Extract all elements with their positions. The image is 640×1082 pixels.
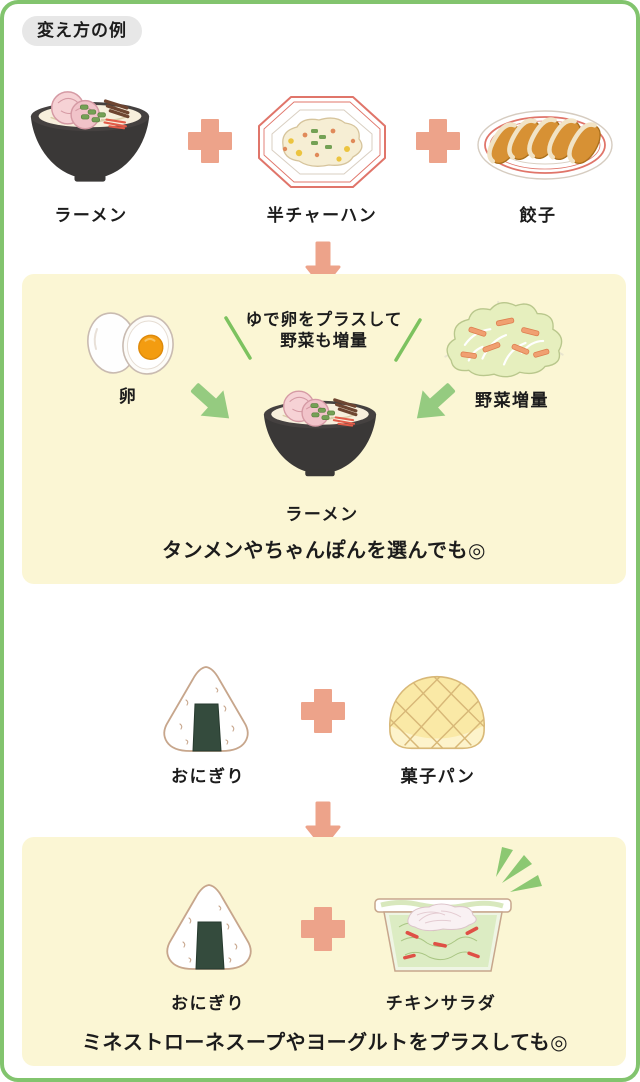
food-label-chicken-salad: チキンサラダ [385, 994, 497, 1013]
fried-rice-plate-icon [255, 93, 389, 191]
section2-after-box [22, 837, 626, 1066]
right-slash-icon [394, 318, 422, 362]
plus-icon [300, 906, 346, 952]
boiled-egg-icon [85, 305, 179, 377]
food-label-ramen: ラーメン [54, 206, 128, 225]
food-label-vegetables: 野菜増量 [475, 391, 549, 410]
ramen-bowl-icon [26, 86, 154, 186]
page-title-text: 変え方の例 [37, 21, 127, 40]
left-slash-icon [224, 316, 252, 360]
plus-icon [415, 118, 461, 164]
diagonal-arrow-right-icon [187, 380, 237, 426]
plus-icon [300, 688, 346, 734]
callout-text: ゆで卵をプラスして 野菜も増量 [246, 310, 403, 352]
section2-note: ミネストローネスープやヨーグルトをプラスしても◎ [81, 1032, 569, 1054]
food-label-onigiri-result: おにぎり [171, 994, 245, 1013]
onigiri-icon [156, 662, 256, 758]
food-label-egg: 卵 [118, 387, 138, 406]
diagonal-arrow-left-icon [409, 380, 459, 426]
onigiri-icon [159, 880, 259, 976]
emphasis-sparkle-icon [488, 847, 546, 901]
callout-line2: 野菜も増量 [280, 332, 368, 350]
vegetables-icon [439, 296, 569, 384]
melon-pan-icon [383, 668, 491, 758]
ramen-bowl-icon [254, 387, 386, 479]
food-label-melon-pan: 菓子パン [400, 767, 476, 786]
section1-note: タンメンやちゃんぽんを選んでも◎ [162, 540, 486, 562]
page-title: 変え方の例 [22, 16, 142, 46]
plus-icon [187, 118, 233, 164]
food-label-gyoza: 餃子 [519, 206, 557, 225]
gyoza-plate-icon [475, 105, 615, 183]
food-label-onigiri: おにぎり [171, 767, 245, 786]
food-label-fried-rice: 半チャーハン [266, 206, 378, 225]
callout-line1: ゆで卵をプラスして [245, 311, 403, 329]
food-label-ramen-result: ラーメン [285, 505, 359, 524]
